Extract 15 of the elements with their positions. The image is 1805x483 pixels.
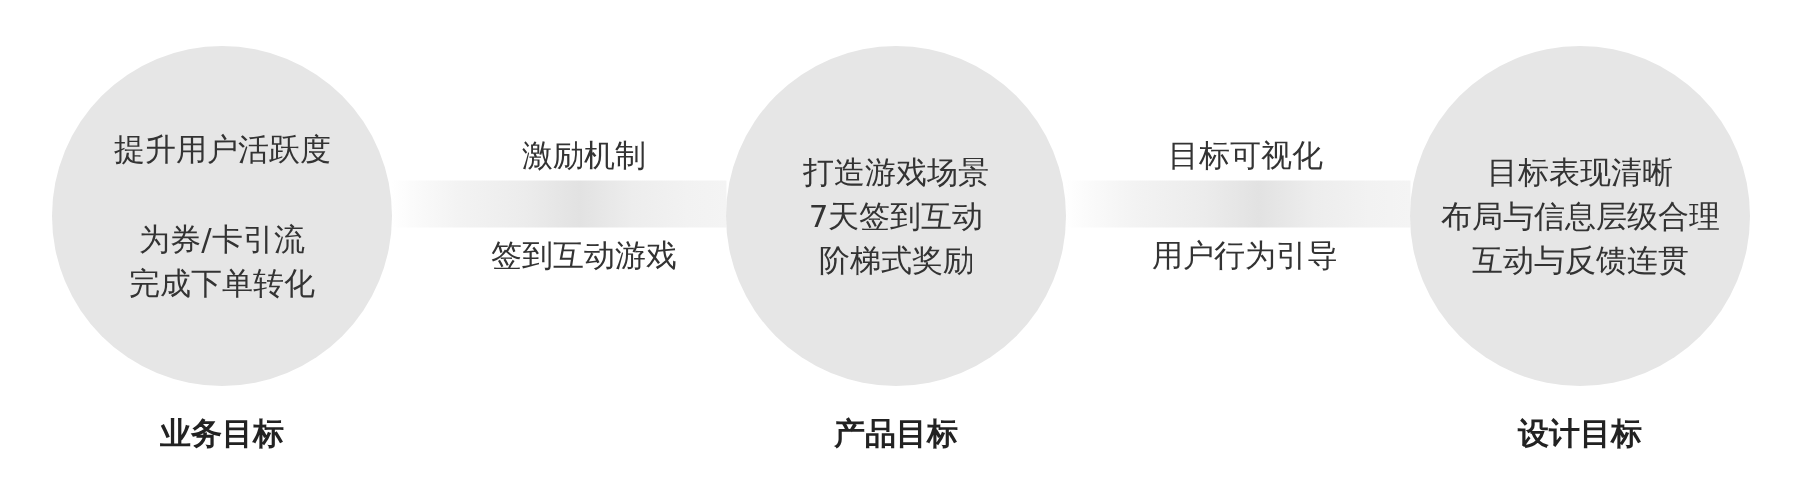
circle-text: 目标表现清晰 bbox=[1487, 153, 1673, 192]
edge-label: 目标可视化 bbox=[1167, 136, 1323, 175]
circle-text: 打造游戏场景 bbox=[803, 153, 989, 192]
circle-text: 为券/卡引流完成下单转化 bbox=[128, 220, 316, 303]
edge-label: 激励机制 bbox=[522, 136, 646, 175]
circle-text: 布局与信息层级合理 bbox=[1440, 197, 1720, 236]
band-label: 签到互动游戏 bbox=[491, 236, 677, 275]
circle-caption: 设计目标 bbox=[1518, 414, 1642, 453]
circle-text: 提升用户活跃度 bbox=[113, 130, 331, 169]
circle-caption: 业务目标 bbox=[160, 414, 284, 453]
circle-text: 阶梯式奖励 bbox=[818, 241, 974, 280]
band-label: 用户行为引导 bbox=[1152, 236, 1338, 275]
circle-text: 7天签到互动 bbox=[808, 197, 984, 236]
circle-text: 互动与反馈连贯 bbox=[1471, 241, 1689, 280]
circle-caption: 产品目标 bbox=[834, 414, 958, 453]
